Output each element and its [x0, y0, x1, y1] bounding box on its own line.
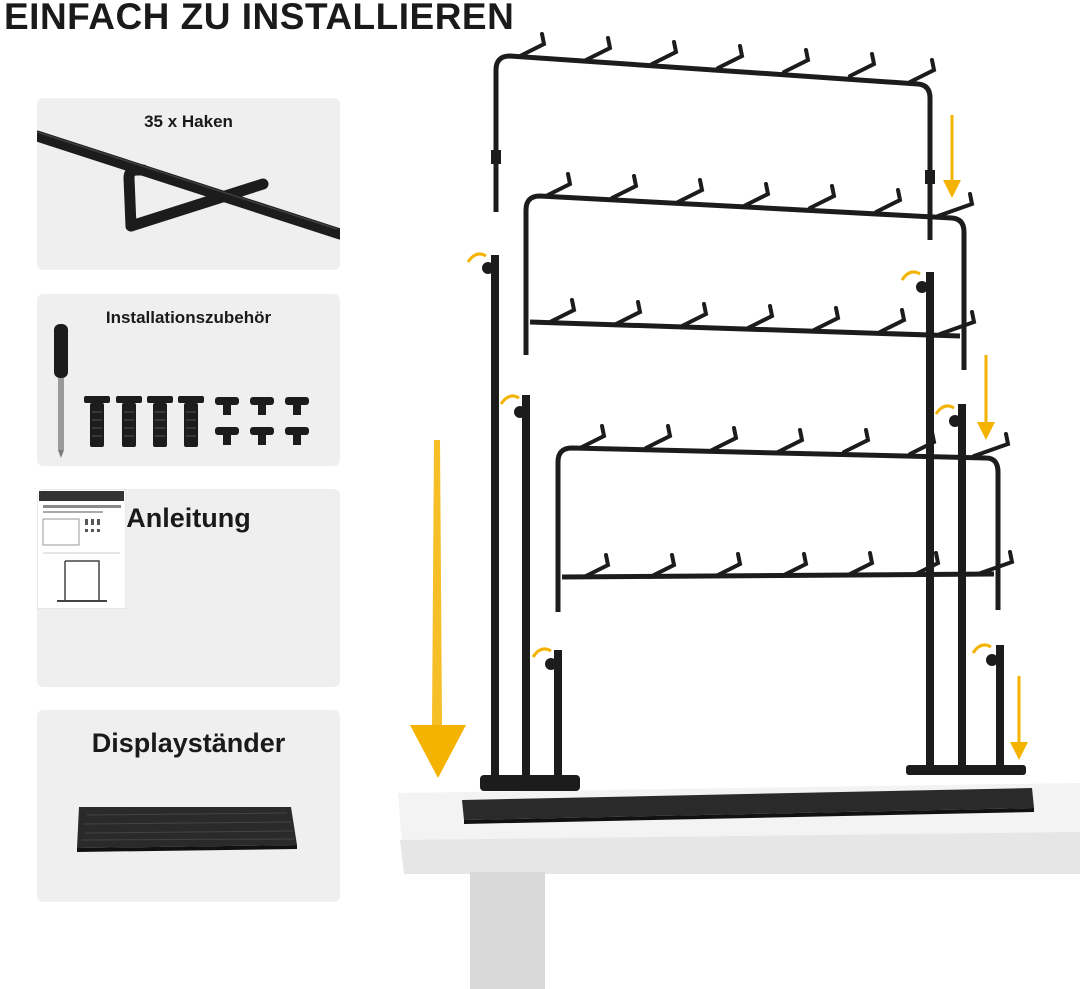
table-leg — [470, 872, 545, 989]
assembly-illustration — [398, 32, 1080, 989]
direction-arrows — [410, 115, 1028, 778]
card-accessories: Installationszubehör — [37, 294, 340, 466]
card-label: Anleitung — [126, 503, 251, 533]
manual-thumbnail-image — [37, 489, 126, 609]
hook-closeup-image — [37, 130, 340, 240]
card-display-stand: Displayständer — [37, 710, 340, 902]
screws-and-screwdriver-image — [54, 324, 309, 458]
card-label: Displayständer — [91, 728, 286, 758]
card-hooks: 35 x Haken — [37, 98, 340, 270]
card-label: 35 x Haken — [144, 112, 233, 131]
card-label: Installationszubehör — [105, 308, 272, 327]
card-manual: Anleitung — [37, 489, 340, 687]
page-title: EINFACH ZU INSTALLIEREN — [4, 0, 515, 37]
base-board — [462, 788, 1034, 820]
wooden-base-image — [77, 807, 297, 852]
